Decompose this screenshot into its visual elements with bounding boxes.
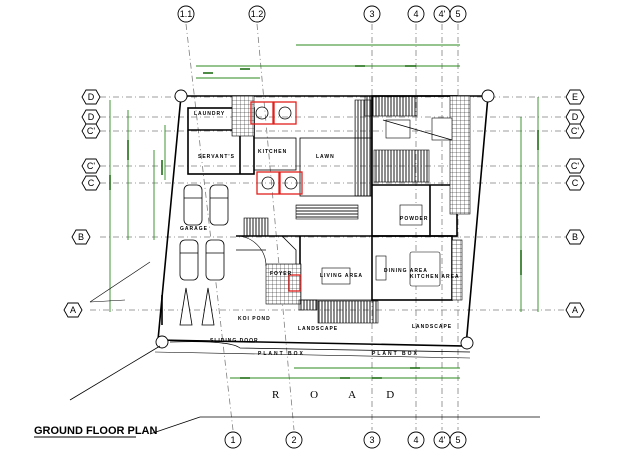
bottom-bubble-label: 2	[291, 435, 296, 445]
left-marker-label: B	[78, 232, 84, 242]
room-label-laundry: LAUNDRY	[194, 111, 225, 117]
room-label-living: LIVING AREA	[320, 273, 363, 279]
axis-line-1	[185, 23, 234, 431]
bottom-bubble-label: 3	[369, 435, 374, 445]
top-bubble-label: 4	[413, 9, 418, 19]
room-label-landscape-right: LANDSCAPE	[412, 324, 452, 330]
left-marker-label: D	[88, 112, 95, 122]
left-marker-label: C'	[87, 161, 95, 171]
bottom-bubble-label: 5	[455, 435, 460, 445]
left-marker-label: C'	[87, 126, 95, 136]
room-label-koi-pond: KOI POND	[238, 316, 271, 322]
room-labels: LAUNDRY SERVANT'S KITCHEN LAWN GARAGE LI…	[180, 111, 460, 344]
plant-box-label-1: PLANT BOX	[258, 351, 305, 357]
room-label-kitchen: KITCHEN	[258, 149, 287, 155]
top-grid-bubbles: 1.1 1.2 3 4 4' 5	[177, 5, 467, 23]
plant-box-labels: PLANT BOX PLANT BOX	[258, 351, 419, 357]
top-bubble-label: 5	[455, 9, 460, 19]
room-label-lawn: LAWN	[316, 154, 335, 160]
top-bubble-label: 4'	[439, 9, 446, 19]
drawing-title-block: GROUND FLOOR PLAN	[34, 425, 157, 438]
left-marker-label: D	[88, 92, 95, 102]
room-label-sliding-door: SLIDING DOOR	[210, 338, 259, 344]
left-marker-label: C	[88, 178, 95, 188]
room-label-kitchen-area: KITCHEN AREA	[410, 274, 460, 280]
landscape-triangles	[161, 287, 215, 326]
hatched-floor-areas	[231, 95, 471, 324]
room-label-landscape-left: LANDSCAPE	[298, 326, 338, 332]
top-bubble-label: 1.2	[251, 9, 264, 19]
drawing-title: GROUND FLOOR PLAN	[34, 425, 157, 437]
right-marker-label: C'	[571, 161, 579, 171]
highlighted-fixtures	[250, 101, 303, 292]
top-bubble-label: 1.1	[180, 9, 193, 19]
bottom-bubble-label: 4'	[439, 435, 446, 445]
bottom-bubble-label: 4	[413, 435, 418, 445]
room-label-foyer: FOYER	[270, 271, 292, 277]
right-grid-markers: E D C' C' C B A	[565, 89, 585, 318]
axis-line-2	[256, 23, 295, 431]
corner-columns	[155, 89, 495, 350]
room-label-dining: DINING AREA	[384, 268, 428, 274]
right-marker-label: B	[572, 232, 578, 242]
left-marker-label: A	[70, 305, 76, 315]
site-lines	[69, 261, 540, 435]
room-label-powder: POWDER	[400, 216, 429, 222]
room-label-servants: SERVANT'S	[198, 154, 235, 160]
bottom-bubble-label: 1	[230, 435, 235, 445]
garage-cars	[179, 184, 229, 281]
right-marker-label: E	[572, 92, 578, 102]
plant-box-label-2: PLANT BOX	[372, 351, 419, 357]
furniture	[235, 117, 453, 287]
bottom-grid-bubbles: 1 2 3 4 4' 5	[224, 431, 467, 449]
right-marker-label: D	[572, 112, 579, 122]
room-label-garage: GARAGE	[180, 226, 208, 232]
dimension-lines	[109, 44, 539, 379]
right-marker-label: C	[572, 178, 579, 188]
top-bubble-label: 3	[369, 9, 374, 19]
right-marker-label: A	[572, 305, 578, 315]
left-grid-markers: D D C' C' C B A	[63, 89, 101, 318]
vertical-grid-axes	[185, 23, 459, 431]
road-label: R O A D	[272, 389, 408, 401]
right-marker-label: C'	[571, 126, 579, 136]
